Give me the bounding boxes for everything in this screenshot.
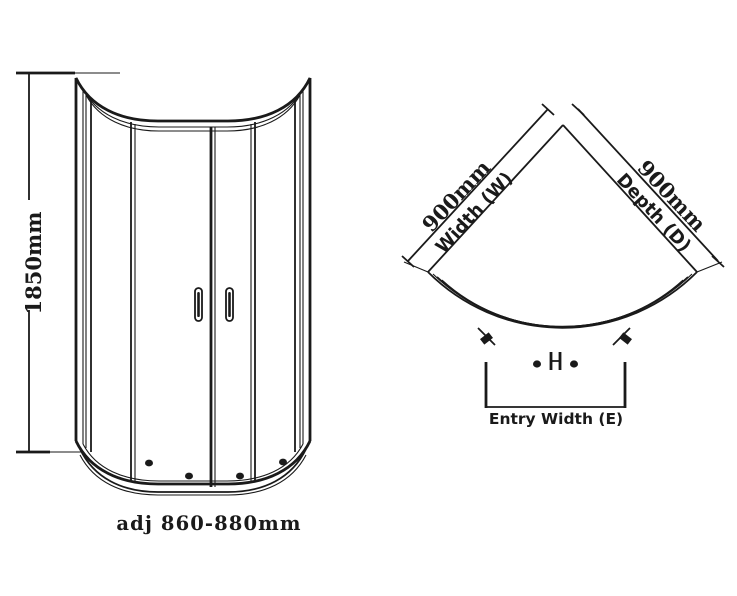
door-handle-left[interactable] bbox=[194, 287, 203, 322]
quadrant-walls bbox=[427, 124, 698, 273]
left-door-stile bbox=[130, 122, 136, 482]
height-dimension-label: 1850mm bbox=[21, 212, 46, 315]
center-meeting-stile bbox=[209, 127, 216, 487]
top-curved-rail bbox=[74, 77, 312, 132]
enclosure-outline bbox=[75, 77, 311, 485]
bottom-roller-set bbox=[145, 458, 287, 480]
door-handle-right[interactable] bbox=[225, 287, 234, 322]
bottom-curved-rail bbox=[74, 440, 312, 496]
width-dimension-line bbox=[401, 103, 555, 273]
right-frame-post bbox=[294, 78, 312, 452]
width-dimension-group: 900mm Width (W) bbox=[417, 155, 517, 258]
plan-side-rollers bbox=[477, 327, 632, 346]
left-frame-post bbox=[74, 78, 92, 452]
plan-center-hardware bbox=[533, 352, 578, 370]
right-door-stile bbox=[250, 122, 256, 482]
front-elevation-view: 1850mm bbox=[16, 71, 312, 535]
elevation-caption: adj 860-880mm bbox=[116, 512, 301, 535]
plan-view: 900mm Width (W) 900mm Depth (D) Entry Wi… bbox=[401, 103, 725, 428]
depth-dimension-line bbox=[571, 103, 725, 273]
entry-width-label: Entry Width (E) bbox=[489, 410, 623, 428]
entry-width-dimension-line bbox=[484, 362, 627, 408]
height-dimension-line: 1850mm bbox=[16, 71, 120, 454]
curved-glass-front bbox=[427, 271, 698, 329]
